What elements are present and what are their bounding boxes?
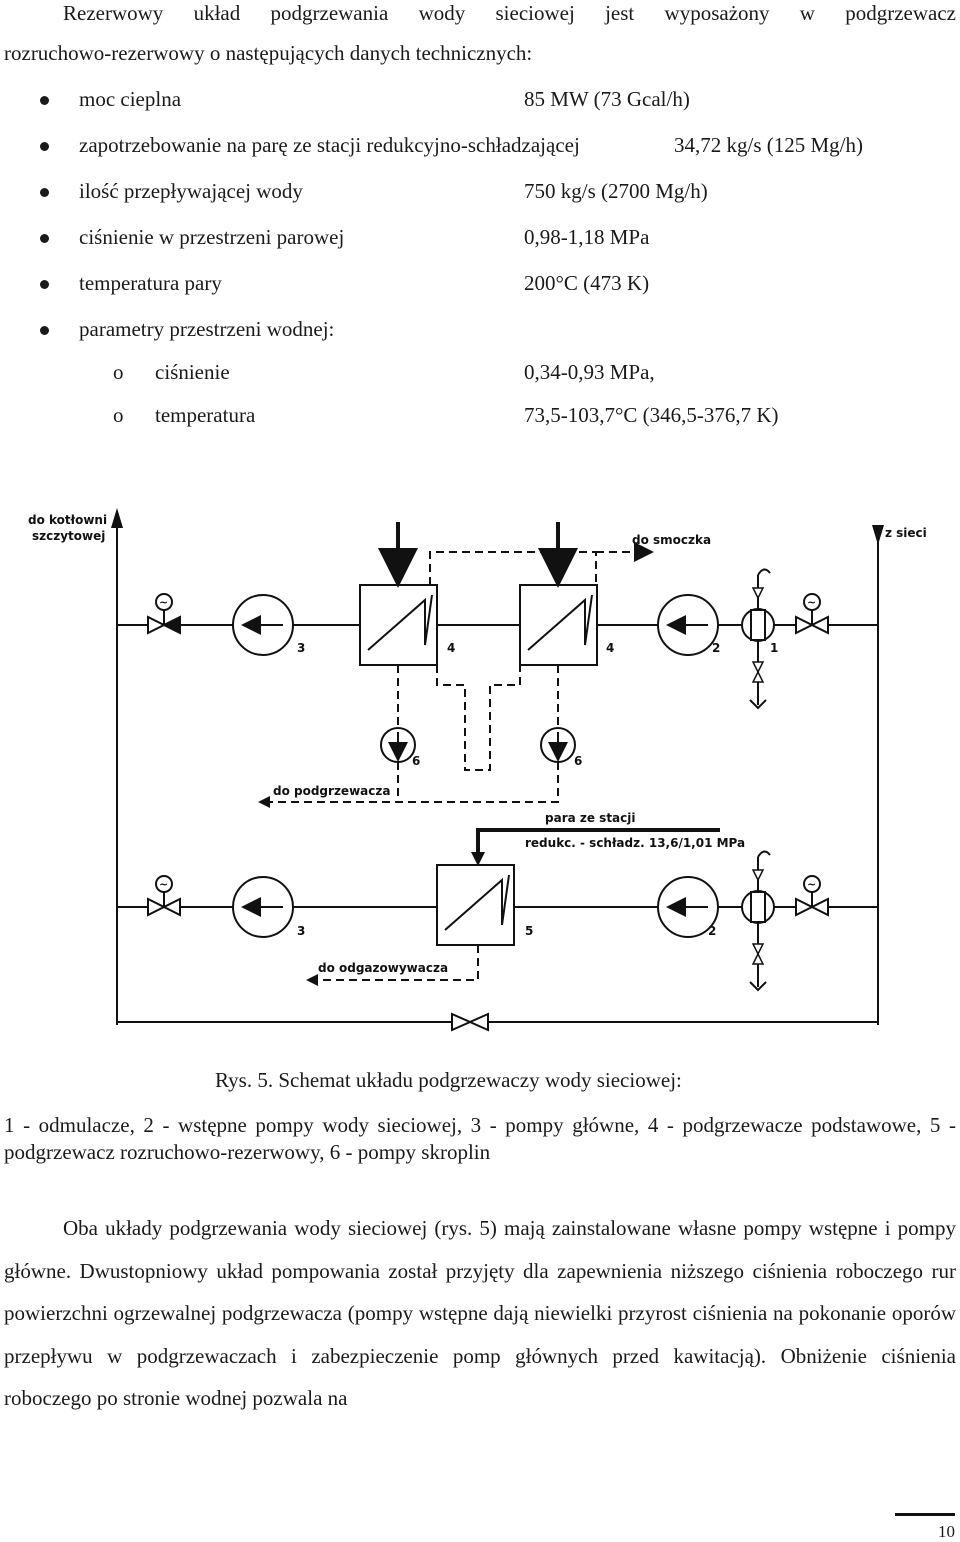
label-num-6: 6 [574,754,582,768]
bullet-icon [40,326,49,335]
label-num-1: 1 [770,641,778,655]
label-do-odgazowywacza: do odgazowywacza [318,961,448,975]
svg-text:~: ~ [159,596,168,609]
spec-item: zapotrzebowanie na parę ze stacji redukc… [0,132,960,158]
body-paragraph: Oba układy podgrzewania wody sieciowej (… [4,1216,956,1410]
spec-value: 750 kg/s (2700 Mg/h) [524,179,708,203]
main-pump-icon [232,594,294,656]
spec-label: ilość przepływającej wody [79,179,303,203]
label-num-4: 4 [606,641,614,655]
startup-heater-icon [436,864,515,946]
spec-label: ciśnienie w przestrzeni parowej [79,225,345,249]
label-z-sieci: z sieci [885,526,927,540]
svg-text:~: ~ [807,878,816,891]
condensate-pump-icon [380,727,416,763]
subspec-label: ciśnienie [155,360,230,384]
bypass-valve-icon [451,1012,489,1032]
heater-icon [359,522,438,666]
svg-text:~: ~ [807,596,816,609]
label-num-3: 3 [297,924,305,938]
intro-line-2: rozruchowo-rezerwowy o następujących dan… [4,41,533,65]
subspec-item: o ciśnienie 0,34-0,93 MPa, [0,359,960,385]
subspec-label: temperatura [155,403,256,427]
heater-schematic-diagram: ~ 3 4 4 do smoczka 2 1 [28,508,927,1032]
page-number: 10 [938,1522,955,1541]
motor-valve-icon: ~ [147,875,181,917]
page-number-rule [895,1513,955,1516]
spec-value: 85 MW (73 Gcal/h) [524,87,690,111]
label-num-3: 3 [297,641,305,655]
svg-text:~: ~ [159,878,168,891]
label-num-2: 2 [712,641,720,655]
label-do-podgrzewacza: do podgrzewacza [273,784,390,798]
heater-icon [519,522,598,666]
subspec-item: o temperatura 73,5-103,7°C (346,5-376,7 … [0,402,960,428]
intro-line-1: Rezerwowy układ podgrzewania wody siecio… [63,1,956,25]
bullet-icon [40,280,49,289]
condensate-pump-icon [540,727,576,763]
booster-pump-icon [657,594,719,656]
label-szczytowej: szczytowej [32,529,105,543]
spec-label: zapotrzebowanie na parę ze stacji redukc… [79,133,580,157]
motor-valve-icon: ~ [795,875,829,917]
label-para-ze-stacji: para ze stacji [545,811,636,825]
motor-valve-icon: ~ [147,593,181,635]
motor-valve-icon: ~ [795,593,829,635]
spec-label: parametry przestrzeni wodnej: [79,317,335,341]
bullet-icon [40,142,49,151]
mud-separator-icon [741,850,775,992]
spec-value: 200°C (473 K) [524,271,650,295]
subspec-value: 73,5-103,7°C (346,5-376,7 K) [524,403,779,427]
spec-value: 34,72 kg/s (125 Mg/h) [674,133,863,157]
bullet-icon [40,188,49,197]
spec-value: 0,98-1,18 MPa [524,225,650,249]
spec-item: ciśnienie w przestrzeni parowej 0,98-1,1… [0,224,960,250]
arrow-down-icon [872,525,884,545]
label-num-6: 6 [412,754,420,768]
spec-item: parametry przestrzeni wodnej: [0,316,960,342]
spec-item: moc cieplna 85 MW (73 Gcal/h) [0,86,960,112]
label-num-5: 5 [525,924,533,938]
figure-caption: Rys. 5. Schemat układu podgrzewaczy wody… [215,1068,682,1092]
mud-separator-icon [741,568,775,710]
spec-item: ilość przepływającej wody 750 kg/s (2700… [0,178,960,204]
main-pump-icon [232,876,294,938]
sub-bullet-marker: o [113,403,124,427]
spec-label: moc cieplna [79,87,182,111]
label-do-smoczka: do smoczka [632,533,711,547]
spec-label: temperatura pary [79,271,222,295]
label-num-4: 4 [447,641,455,655]
spec-item: temperatura pary 200°C (473 K) [0,270,960,296]
label-num-2: 2 [708,924,716,938]
subspec-value: 0,34-0,93 MPa, [524,360,655,384]
arrow-up-icon [111,508,123,528]
figure-legend: 1 - odmulacze, 2 - wstępne pompy wody si… [4,1113,956,1164]
label-redukc-schladz: redukc. - schładz. 13,6/1,01 MPa [525,836,745,850]
sub-bullet-marker: o [113,360,124,384]
label-do-kotlowni: do kotłowni [28,513,107,527]
bullet-icon [40,96,49,105]
booster-pump-icon [657,876,719,938]
bullet-icon [40,234,49,243]
